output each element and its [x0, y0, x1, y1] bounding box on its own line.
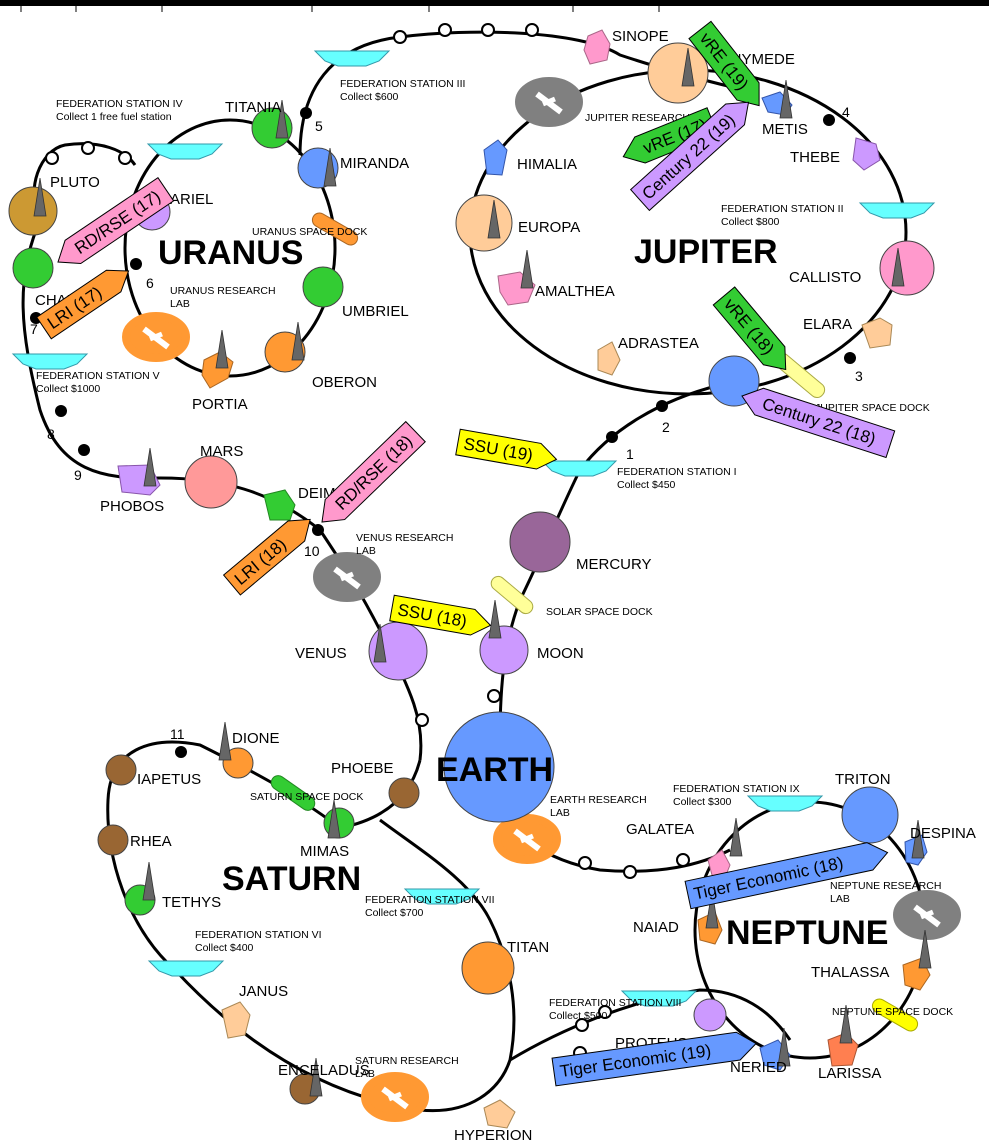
svg-text:ARIEL: ARIEL: [170, 191, 213, 208]
svg-text:9: 9: [74, 467, 82, 483]
region-titles: URANUS JUPITER EARTH SATURN NEPTUNE: [158, 233, 888, 952]
svg-text:SATURN RESEARCH: SATURN RESEARCH: [355, 1055, 459, 1067]
svg-text:EUROPA: EUROPA: [518, 219, 580, 236]
svg-text:SATURN SPACE DOCK: SATURN SPACE DOCK: [250, 791, 363, 803]
svg-text:FEDERATION STATION IX: FEDERATION STATION IX: [673, 783, 800, 795]
body-labels: PLUTO CHARON ARIEL TITANIA MIRANDA UMBRI…: [35, 28, 976, 1144]
svg-text:GALATEA: GALATEA: [626, 821, 694, 838]
svg-text:NAIAD: NAIAD: [633, 919, 679, 936]
svg-text:6: 6: [146, 275, 154, 291]
svg-text:FEDERATION STATION III: FEDERATION STATION III: [340, 78, 465, 90]
svg-text:Collect $400: Collect $400: [195, 942, 254, 954]
svg-text:Collect $1000: Collect $1000: [36, 383, 100, 395]
svg-text:PLUTO: PLUTO: [50, 174, 100, 191]
svg-text:JANUS: JANUS: [239, 983, 288, 1000]
svg-text:IAPETUS: IAPETUS: [137, 771, 201, 788]
svg-text:URANUS: URANUS: [158, 234, 303, 272]
svg-text:RHEA: RHEA: [130, 833, 172, 850]
svg-text:2: 2: [662, 419, 670, 435]
svg-text:TRITON: TRITON: [835, 771, 891, 788]
svg-text:7: 7: [30, 321, 38, 337]
svg-text:LAB: LAB: [830, 893, 850, 905]
svg-text:LARISSA: LARISSA: [818, 1065, 881, 1082]
svg-text:DIONE: DIONE: [232, 730, 280, 747]
svg-text:EARTH RESEARCH: EARTH RESEARCH: [550, 794, 647, 806]
svg-text:MOON: MOON: [537, 645, 584, 662]
space-docks: URANUS SPACE DOCK JUPITER SPACE DOCK SOL…: [250, 212, 953, 1032]
svg-text:LAB: LAB: [355, 1068, 375, 1080]
svg-text:Collect $600: Collect $600: [340, 91, 399, 103]
svg-text:MERCURY: MERCURY: [576, 556, 652, 573]
svg-text:4: 4: [842, 104, 850, 120]
svg-text:1: 1: [626, 446, 634, 462]
svg-text:PHOEBE: PHOEBE: [331, 760, 394, 777]
svg-text:FEDERATION STATION I: FEDERATION STATION I: [617, 466, 737, 478]
svg-text:TITANIA: TITANIA: [225, 99, 281, 116]
svg-text:Collect $300: Collect $300: [673, 796, 732, 808]
svg-text:FEDERATION STATION VII: FEDERATION STATION VII: [365, 894, 495, 906]
svg-text:Collect $450: Collect $450: [617, 479, 676, 491]
svg-text:ADRASTEA: ADRASTEA: [618, 335, 699, 352]
svg-text:CALLISTO: CALLISTO: [789, 269, 861, 286]
svg-text:HYPERION: HYPERION: [454, 1127, 532, 1144]
svg-text:NEPTUNE: NEPTUNE: [726, 914, 888, 952]
svg-text:Collect $700: Collect $700: [365, 907, 424, 919]
svg-text:AMALTHEA: AMALTHEA: [535, 283, 615, 300]
svg-text:MARS: MARS: [200, 443, 243, 460]
svg-text:NEPTUNE SPACE DOCK: NEPTUNE SPACE DOCK: [832, 1006, 953, 1018]
svg-text:THALASSA: THALASSA: [811, 964, 889, 981]
svg-text:SOLAR SPACE DOCK: SOLAR SPACE DOCK: [546, 606, 653, 618]
svg-text:URANUS SPACE DOCK: URANUS SPACE DOCK: [252, 226, 367, 238]
svg-text:MIMAS: MIMAS: [300, 843, 349, 860]
svg-text:OBERON: OBERON: [312, 374, 377, 391]
svg-text:FEDERATION STATION VI: FEDERATION STATION VI: [195, 929, 322, 941]
top-border: [0, 0, 989, 6]
svg-text:SATURN: SATURN: [222, 860, 361, 898]
svg-text:VENUS RESEARCH: VENUS RESEARCH: [356, 532, 453, 544]
svg-text:FEDERATION STATION IV: FEDERATION STATION IV: [56, 98, 183, 110]
top-rule-ticks: [20, 0, 660, 12]
svg-text:PORTIA: PORTIA: [192, 396, 248, 413]
svg-text:SINOPE: SINOPE: [612, 28, 669, 45]
svg-text:DESPINA: DESPINA: [910, 825, 976, 842]
svg-text:FEDERATION STATION II: FEDERATION STATION II: [721, 203, 844, 215]
svg-text:UMBRIEL: UMBRIEL: [342, 303, 409, 320]
svg-text:EARTH: EARTH: [436, 751, 553, 789]
svg-text:JUPITER RESEARCH: JUPITER RESEARCH: [585, 112, 690, 124]
svg-text:HIMALIA: HIMALIA: [517, 156, 577, 173]
svg-text:LAB: LAB: [170, 298, 190, 310]
svg-text:5: 5: [315, 118, 323, 134]
svg-text:NEPTUNE RESEARCH: NEPTUNE RESEARCH: [830, 880, 941, 892]
svg-text:Collect $500: Collect $500: [549, 1010, 608, 1022]
celestial-bodies: [8, 29, 935, 1129]
svg-text:TETHYS: TETHYS: [162, 894, 221, 911]
svg-text:FEDERATION STATION VIII: FEDERATION STATION VIII: [549, 997, 681, 1009]
svg-text:NERIED: NERIED: [730, 1059, 787, 1076]
svg-text:TITAN: TITAN: [507, 939, 549, 956]
research-labs: URANUS RESEARCH LAB JUPITER RESEARCH VEN…: [126, 81, 957, 1118]
svg-text:LAB: LAB: [356, 545, 376, 557]
svg-text:MIRANDA: MIRANDA: [340, 155, 409, 172]
svg-text:ELARA: ELARA: [803, 316, 852, 333]
svg-text:METIS: METIS: [762, 121, 808, 138]
svg-text:LAB: LAB: [550, 807, 570, 819]
svg-text:11: 11: [170, 726, 185, 742]
svg-text:RD/RSE (18): RD/RSE (18): [332, 431, 417, 514]
svg-text:JUPITER: JUPITER: [634, 233, 778, 271]
svg-text:Collect 1 free fuel station: Collect 1 free fuel station: [56, 111, 172, 123]
svg-text:URANUS RESEARCH: URANUS RESEARCH: [170, 285, 276, 297]
svg-text:FEDERATION STATION V: FEDERATION STATION V: [36, 370, 160, 382]
svg-text:Collect $800: Collect $800: [721, 216, 780, 228]
svg-text:JUPITER SPACE DOCK: JUPITER SPACE DOCK: [815, 402, 930, 414]
federation-stations: FEDERATION STATION III Collect $600 FEDE…: [12, 50, 935, 1022]
svg-text:PHOBOS: PHOBOS: [100, 498, 164, 515]
svg-text:8: 8: [47, 426, 55, 442]
svg-text:ENCELADUS: ENCELADUS: [278, 1062, 370, 1079]
svg-text:10: 10: [304, 543, 320, 559]
svg-text:3: 3: [855, 368, 863, 384]
svg-text:THEBE: THEBE: [790, 149, 840, 166]
svg-text:VENUS: VENUS: [295, 645, 347, 662]
